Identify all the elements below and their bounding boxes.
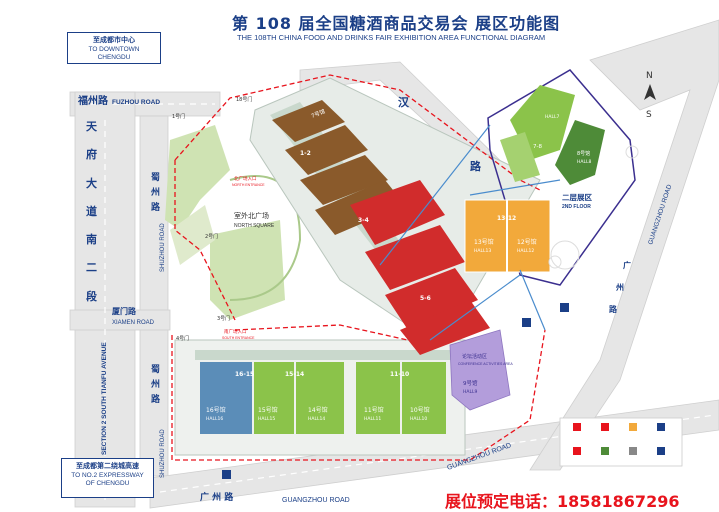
tianfu-cn-2: 大 xyxy=(86,176,97,190)
gate-4: 4号门 xyxy=(176,335,189,342)
shuzhou-cn-bot-0: 蜀 xyxy=(151,364,160,375)
hall-14-cn: 14号馆 xyxy=(308,406,328,414)
hall-8-cn: 8号馆 xyxy=(577,150,590,157)
guangzhou-cn-right-0: 广 xyxy=(623,260,631,270)
hall-16-cn: 16号馆 xyxy=(206,406,226,414)
north-square-cn: 室外北广场 xyxy=(234,211,269,220)
han-road-cn: 汉 xyxy=(398,95,410,109)
hall-16-15-label: 16-15 xyxy=(235,371,254,378)
hall-16-en: HALL16 xyxy=(206,416,223,422)
orange-halls-12-13 xyxy=(464,199,551,273)
to-expressway-cn: 至成都第二绕城高速 xyxy=(76,462,139,470)
conference-cn: 论坛活动区 xyxy=(462,353,487,360)
second-floor-en: 2ND FLOOR xyxy=(562,204,591,210)
to-downtown-cn: 至成都市中心 xyxy=(93,36,135,44)
gate-2: 2号门 xyxy=(205,233,218,240)
hall-3-block xyxy=(300,155,388,205)
hall-15-en: HALL15 xyxy=(258,416,275,422)
shuzhou-cn-top-0: 蜀 xyxy=(151,172,160,183)
to-downtown-en-2: CHENGDU xyxy=(97,54,131,61)
hall-10-en: HALL10 xyxy=(410,416,427,422)
hall-7-8-label: 7-8 xyxy=(533,144,542,150)
perimeter-dashed xyxy=(171,74,546,461)
shuzhou-road-en-bot: SHUZHOU ROAD xyxy=(160,429,166,478)
hall-11-en: HALL11 xyxy=(364,416,381,422)
xiamen-road-cn: 厦门路 xyxy=(112,306,137,316)
compass-s: S xyxy=(646,110,652,120)
hall-9-en: HALL9 xyxy=(463,389,477,395)
to-expressway-en-1: TO NO.2 EXPRESSWAY xyxy=(71,472,144,479)
hall-11-10-label: 11-10 xyxy=(390,371,409,378)
fuzhou-road-en: FUZHOU ROAD xyxy=(112,99,160,106)
to-downtown-en-1: TO DOWNTOWN xyxy=(88,46,140,53)
to-expressway-sign: 至成都第二绕城高速 TO NO.2 EXPRESSWAY OF CHENGDU xyxy=(61,458,154,498)
to-downtown-sign: 至成都市中心 TO DOWNTOWN CHENGDU xyxy=(67,32,161,64)
fuzhou-road-cn: 福州路 xyxy=(77,94,109,107)
bottom-halls xyxy=(200,362,446,434)
legend-icons xyxy=(573,423,665,455)
tianfu-cn-6: 段 xyxy=(86,289,97,303)
hall-13-cn: 13号馆 xyxy=(474,238,494,246)
to-expressway-en-2: OF CHENGDU xyxy=(85,480,130,487)
decorative-circles xyxy=(548,145,639,270)
hall-13-en: HALL13 xyxy=(474,248,491,254)
hall-7-en: HALL7 xyxy=(545,114,559,120)
north-entrance-cn: 北广场入口 xyxy=(234,175,257,182)
hall-14-en: HALL14 xyxy=(308,416,325,422)
tianfu-cn-1: 府 xyxy=(86,147,97,161)
hall-7-block xyxy=(272,100,345,142)
hall-1-2-label: 1-2 xyxy=(300,150,311,157)
second-floor-cn: 二层展区 xyxy=(562,193,592,202)
gate-3: 3号门 xyxy=(217,315,230,322)
page-title: 第 108 届全国糖酒商品交易会 展区功能图 xyxy=(232,14,561,33)
tianfu-road-en: SECTION 2 SOUTH TIANFU AVENUE xyxy=(101,342,108,455)
hall-13-12-label: 13-12 xyxy=(497,215,516,222)
hall-10-cn: 10号馆 xyxy=(410,406,430,414)
hall-12-en: HALL12 xyxy=(517,248,534,254)
tianfu-cn-4: 南 xyxy=(86,232,97,246)
shuzhou-cn-bot-2: 路 xyxy=(151,393,161,405)
conference-en: CONFERENCE ACTIVITIES AREA xyxy=(458,362,513,366)
shuzhou-road-en-top: SHUZHOU ROAD xyxy=(160,223,166,272)
second-floor-outline xyxy=(487,69,636,286)
green-halls-7-8 xyxy=(500,85,605,185)
lu-road-cn: 路 xyxy=(470,159,482,173)
hall-8-en: HALL8 xyxy=(577,159,591,165)
south-entrance-cn: 南广场入口 xyxy=(224,328,247,335)
shuzhou-cn-top-2: 路 xyxy=(151,201,161,213)
guangzhou-cn-right-2: 路 xyxy=(609,304,618,314)
tianfu-cn-3: 道 xyxy=(86,204,97,218)
tianfu-cn-0: 天 xyxy=(86,120,98,133)
compass-n: N xyxy=(646,71,653,81)
xiamen-road-en: XIAMEN ROAD xyxy=(112,320,155,326)
north-square-en: NORTH SQUARE xyxy=(234,223,275,229)
south-entrance-en: SOUTH ENTRANCE xyxy=(222,336,255,340)
parking-icons xyxy=(222,303,569,479)
hall-11-cn: 11号馆 xyxy=(364,406,384,414)
gate-18: 18号门 xyxy=(236,96,252,103)
hall-3-4-label: 3-4 xyxy=(358,217,369,224)
shuzhou-cn-bot-1: 州 xyxy=(150,379,160,390)
hall-15-cn: 15号馆 xyxy=(258,406,278,414)
red-halls xyxy=(350,180,490,355)
north-square-green xyxy=(165,125,302,320)
tianfu-cn-5: 二 xyxy=(86,261,97,274)
conference-area xyxy=(449,329,511,411)
hall-15-14-label: 15-14 xyxy=(285,371,304,378)
guangzhou-cn-right-1: 州 xyxy=(615,283,624,292)
booking-hotline: 展位预定电话：18581867296 xyxy=(445,492,680,511)
page-subtitle: THE 108TH CHINA FOOD AND DRINKS FAIR EXH… xyxy=(237,33,546,42)
hall-1-2-block xyxy=(285,125,368,175)
gate-1: 1号门 xyxy=(172,113,185,120)
connector-lines xyxy=(379,124,561,341)
hall-9-cn: 9号馆 xyxy=(463,379,478,387)
shuzhou-cn-top-1: 州 xyxy=(150,187,160,198)
compass-icon xyxy=(644,84,656,100)
guangzhou-road-cn-bottom: 广 州 路 xyxy=(200,491,234,503)
hall-5-6-label: 5-6 xyxy=(420,295,431,302)
hall-12-cn: 12号馆 xyxy=(517,238,537,246)
north-entrance-en: NORTH ENTRANCE xyxy=(232,183,265,187)
guangzhou-road-en-bottom: GUANGZHOU ROAD xyxy=(282,497,350,504)
